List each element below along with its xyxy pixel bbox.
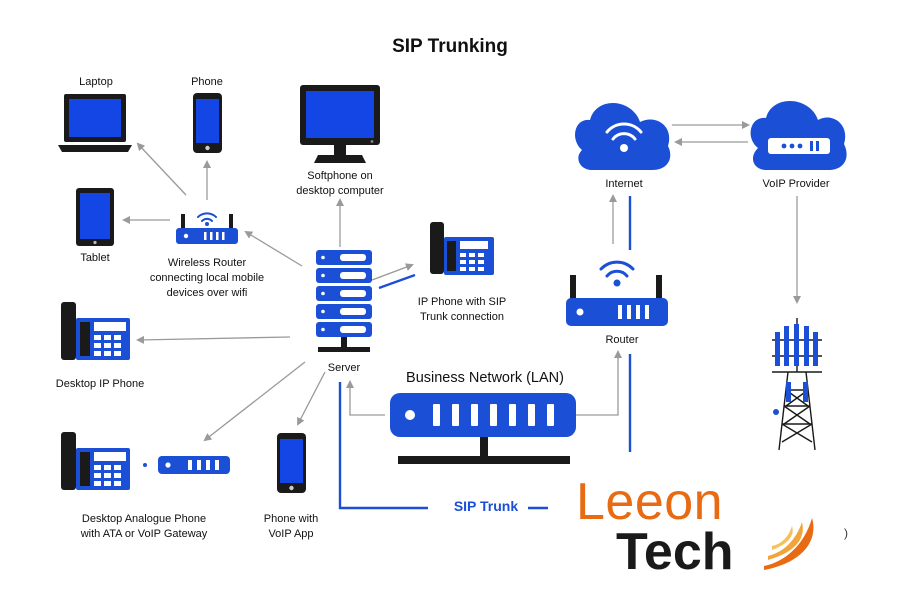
monitor-icon bbox=[300, 85, 380, 163]
laptop-label: Laptop bbox=[79, 76, 113, 88]
ip-phone-label: IP Phone with SIP Trunk connection bbox=[402, 295, 522, 325]
server-icon bbox=[316, 250, 372, 352]
tablet-icon bbox=[76, 188, 114, 246]
wireless-router-label: Wireless Router connecting local mobile … bbox=[135, 256, 279, 301]
logo-word-tech: Tech bbox=[616, 523, 734, 581]
mobile-phone-icon bbox=[277, 433, 306, 493]
ip-phone-label-line2: Trunk connection bbox=[420, 311, 504, 323]
ip-phone-label-line1: IP Phone with SIP bbox=[417, 296, 507, 308]
router-label: Router bbox=[605, 334, 639, 346]
diagram-title: SIP Trunking bbox=[392, 36, 508, 57]
lan-switch-icon bbox=[390, 393, 576, 464]
softphone-label-line2: desktop computer bbox=[296, 185, 384, 197]
phone-icon bbox=[193, 93, 222, 153]
arrow-server-to-wireless-router bbox=[244, 230, 303, 267]
phone-voip-app-label-line2: VoIP App bbox=[268, 528, 314, 540]
softphone-label-line1: Softphone on bbox=[307, 170, 373, 182]
wireless-router-icon bbox=[176, 212, 238, 244]
ata-gateway-icon bbox=[143, 456, 230, 474]
cloud-internet-icon bbox=[575, 102, 671, 170]
laptop-icon bbox=[58, 94, 132, 152]
cloud-provider-icon bbox=[750, 100, 847, 170]
sip-trunk-label: SIP Trunk bbox=[453, 498, 519, 514]
arrow-lan-to-router bbox=[575, 350, 622, 416]
phone-voip-app-label: Phone with VoIP App bbox=[246, 512, 336, 542]
logo-word-leeon: Leeon bbox=[576, 473, 724, 531]
phone-label: Phone bbox=[191, 76, 223, 88]
arrow-router-to-laptop bbox=[136, 142, 187, 196]
sip-trunk-path bbox=[338, 196, 632, 510]
phone-voip-app-label-line1: Phone with bbox=[263, 513, 319, 525]
arrow-server-to-mobile bbox=[297, 371, 326, 426]
desktop-analogue-label-line2: with ATA or VoIP Gateway bbox=[80, 528, 208, 540]
arrow-lan-to-server bbox=[346, 380, 385, 416]
analogue-phone-icon bbox=[61, 432, 130, 490]
desktop-ip-phone-label: Desktop IP Phone bbox=[55, 378, 145, 390]
internet-label: Internet bbox=[605, 178, 643, 190]
tablet-label: Tablet bbox=[80, 252, 110, 264]
voip-provider-label: VoIP Provider bbox=[762, 178, 830, 190]
desktop-analogue-label-line1: Desktop Analogue Phone bbox=[81, 513, 207, 525]
desktop-analogue-label: Desktop Analogue Phone with ATA or VoIP … bbox=[64, 512, 224, 542]
ip-phone-icon bbox=[430, 222, 494, 275]
desktop-ip-phone-icon bbox=[61, 302, 130, 360]
arrow-server-to-ip-phone bbox=[371, 263, 414, 281]
wireless-router-label-line2: connecting local mobile bbox=[149, 272, 265, 284]
wireless-router-label-line1: Wireless Router bbox=[167, 257, 247, 269]
leeon-tech-logo: Leeon Tech bbox=[570, 474, 870, 584]
connectors bbox=[122, 121, 801, 442]
logo-swoosh-icon bbox=[764, 518, 814, 570]
business-network-label: Business Network (LAN) bbox=[406, 370, 564, 386]
stray-mark: ) bbox=[844, 526, 848, 540]
router-icon bbox=[566, 260, 668, 326]
arrow-server-to-desktop-ip-phone bbox=[136, 335, 291, 344]
softphone-label: Softphone on desktop computer bbox=[270, 169, 410, 199]
wireless-router-label-line3: devices over wifi bbox=[166, 287, 248, 299]
cell-tower-icon bbox=[772, 318, 822, 451]
arrow-server-to-ata bbox=[203, 361, 306, 442]
server-label: Server bbox=[327, 362, 361, 374]
